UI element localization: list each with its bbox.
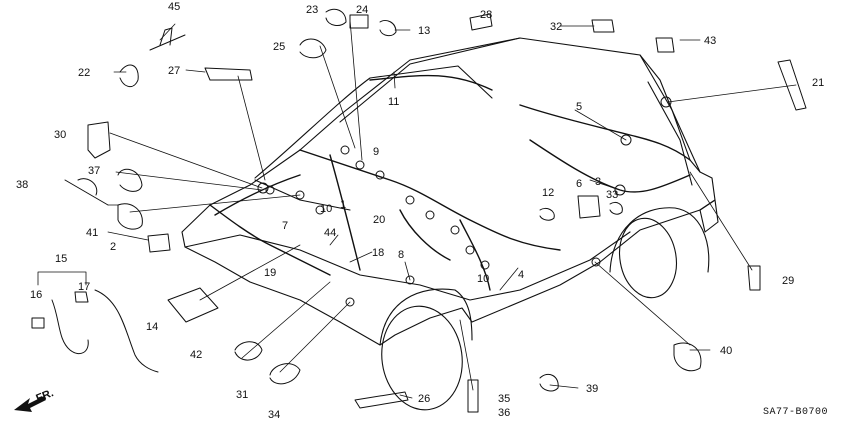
callout-10a: 10 [320, 203, 332, 215]
rear-wheel [619, 217, 677, 299]
part-16-bolt [31, 317, 45, 329]
callout-8: 8 [398, 249, 404, 261]
callout-43: 43 [704, 35, 716, 47]
part-41-grommet [117, 203, 143, 230]
callout-17: 17 [78, 281, 90, 293]
callout-12: 12 [542, 187, 554, 199]
part-35-clip [467, 379, 479, 413]
part-14-harness [94, 289, 159, 373]
callout-15: 15 [55, 253, 67, 265]
callout-45: 45 [168, 1, 180, 13]
part-38-tie [64, 178, 109, 206]
callout-1: 1 [340, 199, 346, 211]
callout-10b: 10 [477, 273, 489, 285]
roof-harness [369, 74, 691, 193]
callout-25: 25 [273, 41, 285, 53]
side-harness [209, 174, 331, 276]
callout-6: 6 [576, 178, 582, 190]
part-45-clip [149, 27, 186, 51]
callout-labels: 1 2 3 4 5 6 7 8 9 10 10 11 12 13 14 15 1… [16, 1, 824, 421]
callout-38: 38 [16, 179, 28, 191]
callout-4: 4 [518, 269, 524, 281]
rear-wheel-arch [609, 207, 710, 273]
part-32-clip [591, 19, 615, 33]
callout-16: 16 [30, 289, 42, 301]
front-direction-arrow-icon [14, 396, 46, 412]
callout-24: 24 [356, 4, 368, 16]
part-37-clamp [117, 168, 143, 192]
callout-13: 13 [418, 25, 430, 37]
callout-3: 3 [595, 176, 601, 188]
front-wheel-arch [379, 288, 473, 346]
part-33-bulb [609, 201, 623, 215]
callout-19: 19 [264, 267, 276, 279]
callout-23: 23 [306, 4, 318, 16]
front-wheel [381, 305, 463, 411]
callout-21: 21 [812, 77, 824, 89]
rear-hatch [639, 54, 701, 186]
part-23-clip [325, 8, 347, 26]
part-42-module [167, 287, 219, 323]
part-24-clip [349, 14, 369, 29]
callout-35: 35 [498, 393, 510, 405]
callout-37: 37 [88, 165, 100, 177]
callout-2: 2 [110, 241, 116, 253]
callout-34: 34 [268, 409, 280, 421]
callout-39: 39 [586, 383, 598, 395]
callout-26: 26 [418, 393, 430, 405]
callout-33: 33 [606, 189, 618, 201]
callout-20: 20 [373, 214, 385, 226]
callout-36: 36 [498, 407, 510, 419]
part-13-clip [379, 19, 397, 37]
part-43-clip [655, 37, 675, 53]
part-17-nut [74, 291, 89, 303]
callout-7: 7 [282, 220, 288, 232]
roof-frame [254, 37, 521, 211]
callout-22: 22 [78, 67, 90, 79]
part-3-relay [577, 195, 601, 219]
drawing-code: SA77-B0700 [762, 407, 828, 418]
callout-11: 11 [388, 96, 399, 108]
part-29-clip [747, 265, 761, 291]
part-25-clip [299, 38, 327, 59]
part-21-strip [777, 59, 807, 111]
part-30-grommet [87, 121, 111, 159]
body-lower-line [184, 231, 631, 301]
rear-bumper [699, 199, 719, 233]
parts [31, 8, 807, 413]
callout-29: 29 [782, 275, 794, 287]
callout-30: 30 [54, 129, 66, 141]
callout-18: 18 [372, 247, 384, 259]
part-39-grommet [539, 373, 559, 392]
callout-28: 28 [480, 9, 492, 21]
main-harness [299, 149, 561, 291]
leader-lines [37, 19, 797, 399]
part-34-clamp [269, 363, 301, 385]
part-28-connector [469, 13, 493, 31]
callout-42: 42 [190, 349, 202, 361]
callout-44: 44 [324, 227, 336, 239]
callout-41: 41 [86, 227, 98, 239]
part-31-clip [234, 341, 263, 361]
part-26-bracket [354, 391, 409, 409]
callout-27: 27 [168, 65, 180, 77]
part-2-connector [147, 233, 171, 253]
callout-5: 5 [576, 101, 582, 113]
callout-40: 40 [720, 345, 732, 357]
part-40-grommet [673, 342, 702, 372]
part-27-bracket [204, 67, 253, 81]
callout-31: 31 [236, 389, 248, 401]
part-22-ring [119, 64, 139, 87]
part-15-sensor [51, 299, 89, 355]
part-12-clip [539, 207, 555, 221]
callout-32: 32 [550, 21, 562, 33]
callout-9: 9 [373, 146, 379, 158]
callout-14: 14 [146, 321, 158, 333]
